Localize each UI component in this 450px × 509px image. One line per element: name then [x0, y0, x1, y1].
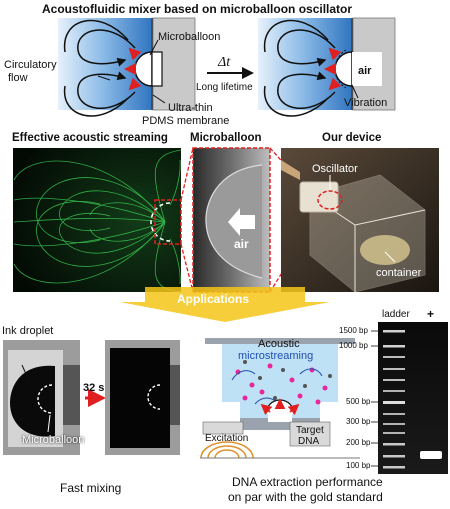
schematic-right	[258, 17, 396, 117]
dna-caption-2: on par with the gold standard	[228, 490, 383, 504]
membrane-label-1: Ultra-thin	[168, 102, 213, 114]
vibration-label: Vibration	[344, 97, 388, 109]
air-arrow-icon	[228, 208, 255, 236]
streaming-title: Effective acoustic streaming	[12, 132, 168, 144]
long-lifetime-label: Long lifetime	[196, 82, 253, 93]
dna-caption-1: DNA extraction performance	[232, 475, 383, 489]
mixing-time-label: 32 s	[83, 382, 105, 394]
gel-marker-200: 200 bp	[346, 438, 371, 447]
gel-marker-300: 300 bp	[346, 417, 371, 426]
gel-ladder-label: ladder	[382, 309, 410, 320]
gel-image	[371, 322, 448, 474]
target-label-1: Target	[296, 425, 324, 436]
mixing-microballoon-label: Microballoon	[22, 434, 85, 446]
ink-droplet-label: Ink droplet	[2, 325, 54, 337]
gel-plus-label: +	[427, 307, 435, 321]
applications-banner	[120, 287, 330, 322]
microballoon-label: Microballoon	[158, 31, 221, 43]
oscillator-label: Oscillator	[312, 163, 358, 175]
mixing-image-after	[105, 340, 180, 455]
circulatory-flow-label-1: Circulatory	[4, 59, 57, 71]
microstreaming-label: microstreaming	[238, 350, 314, 362]
device-image	[281, 148, 439, 293]
gel-marker-100: 100 bp	[346, 461, 371, 470]
microballoon-image	[192, 147, 271, 293]
container-label: container	[376, 267, 422, 279]
dna-schematic	[200, 338, 360, 460]
gel-marker-1000: 1000 bp	[339, 341, 368, 350]
fast-mixing-caption: Fast mixing	[60, 481, 122, 495]
zoom-connector-bottom	[180, 243, 194, 293]
schematic-left	[58, 17, 196, 117]
microballoon-title: Microballoon	[190, 132, 262, 144]
acoustic-label: Acoustic	[258, 338, 300, 350]
zoom-connector-top	[180, 147, 194, 201]
gel-marker-1500: 1500 bp	[339, 326, 368, 335]
device-title: Our device	[322, 132, 382, 144]
applications-label: Applications	[177, 292, 250, 306]
mixing-image-before	[3, 340, 80, 455]
streaming-image	[13, 148, 182, 293]
top-title: Acoustofluidic mixer based on microballo…	[42, 2, 353, 16]
air-label-middle: air	[234, 237, 249, 251]
delta-t-label: Δt	[218, 55, 231, 70]
excitation-label: Excitation	[205, 433, 249, 444]
circulatory-flow-label-2: flow	[8, 72, 28, 84]
gel-marker-500: 500 bp	[346, 397, 371, 406]
air-label-top: air	[358, 65, 372, 77]
target-label-2: DNA	[298, 436, 320, 447]
membrane-label-2: PDMS membrane	[142, 115, 230, 127]
